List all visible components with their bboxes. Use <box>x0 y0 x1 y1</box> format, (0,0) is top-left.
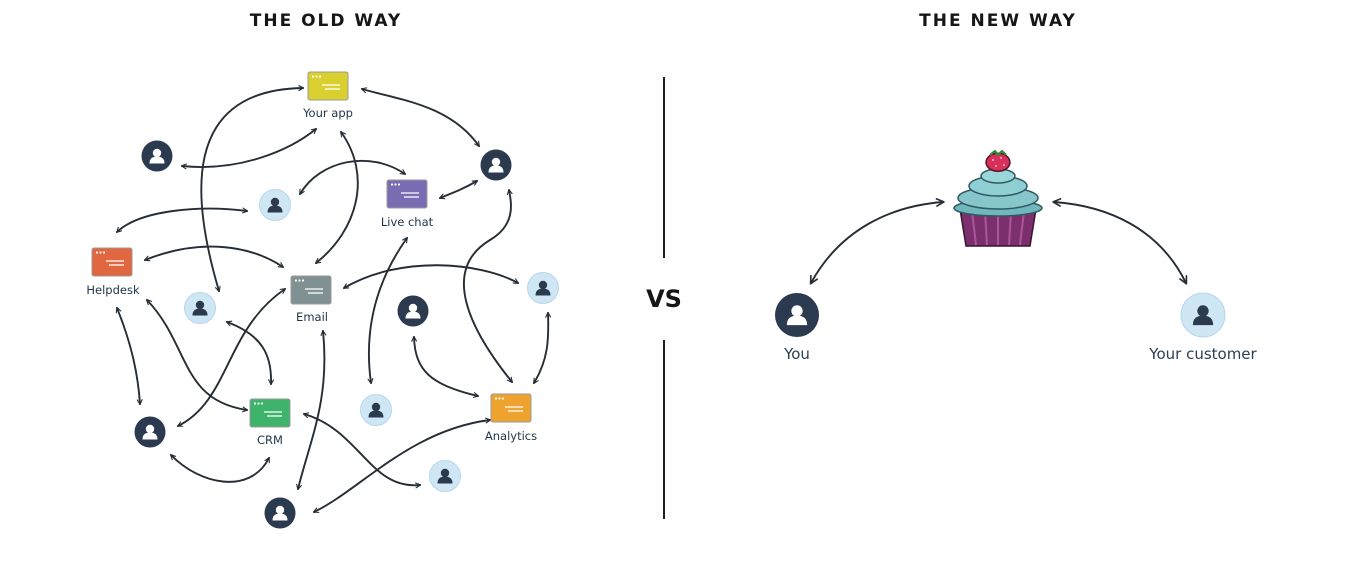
arrow-helpdesk-crm <box>146 299 249 413</box>
app-helpdesk <box>91 247 133 277</box>
arrow-livechat-person-low <box>367 236 408 385</box>
person-icon <box>527 272 559 304</box>
arrow-person-helpdesk <box>116 207 249 233</box>
arrow-livechat-person-right <box>438 180 479 200</box>
arrow-crm-person <box>170 454 270 483</box>
app-label-live-chat: Live chat <box>381 215 434 229</box>
arrow-you-app-email <box>314 130 359 264</box>
arrow-email-person-bottom <box>296 329 327 491</box>
old-way-arrows <box>115 85 552 513</box>
person-icon <box>134 416 166 448</box>
app-label-crm: CRM <box>257 433 283 447</box>
arrow-you-app-person-mid <box>200 85 305 293</box>
person-icon <box>259 189 291 221</box>
arrow-you-cupcake <box>809 198 945 285</box>
person-icon <box>141 140 173 172</box>
person-icon <box>397 295 429 327</box>
arrow-livechat-person <box>299 160 407 196</box>
arrow-crm-person-right <box>302 412 422 489</box>
new-way-heading: THE NEW WAY <box>919 11 1077 31</box>
person-icon <box>264 497 296 529</box>
person-icon <box>184 292 216 324</box>
arrow-helpdesk-person <box>115 306 143 406</box>
arrow-analytics-person-top <box>462 188 513 384</box>
app-your-app <box>307 71 349 101</box>
arrow-helpdesk-email <box>143 245 285 268</box>
app-label-analytics: Analytics <box>485 429 537 443</box>
app-live-chat <box>386 179 428 209</box>
app-analytics <box>490 393 532 423</box>
person-icon <box>480 149 512 181</box>
arrow-you-app-person-left <box>180 128 318 170</box>
vs-label: VS <box>646 285 682 313</box>
arrow-analytics-person-right <box>533 311 552 385</box>
cupcake-icon <box>953 149 1043 247</box>
customer-label: Your customer <box>1148 345 1257 363</box>
arrow-cupcake-customer <box>1052 198 1188 285</box>
old-way-heading: THE OLD WAY <box>250 11 403 31</box>
you-avatar <box>775 293 819 337</box>
arrow-email-person-right <box>342 264 520 289</box>
arrow-analytics-person-bottom <box>312 417 492 513</box>
app-crm <box>249 398 291 428</box>
app-email <box>290 275 332 305</box>
arrow-you-app-person-right <box>360 87 480 148</box>
arrow-person-crm <box>225 320 275 386</box>
customer-avatar <box>1180 292 1226 338</box>
arrow-analytics-person-mid <box>411 335 480 398</box>
app-label-helpdesk: Helpdesk <box>86 283 140 297</box>
you-label: You <box>783 345 810 363</box>
new-way-arrows <box>809 198 1188 285</box>
app-label-email: Email <box>296 310 328 324</box>
app-label-your-app: Your app <box>302 106 353 120</box>
person-icon <box>360 394 392 426</box>
person-icon <box>429 460 461 492</box>
